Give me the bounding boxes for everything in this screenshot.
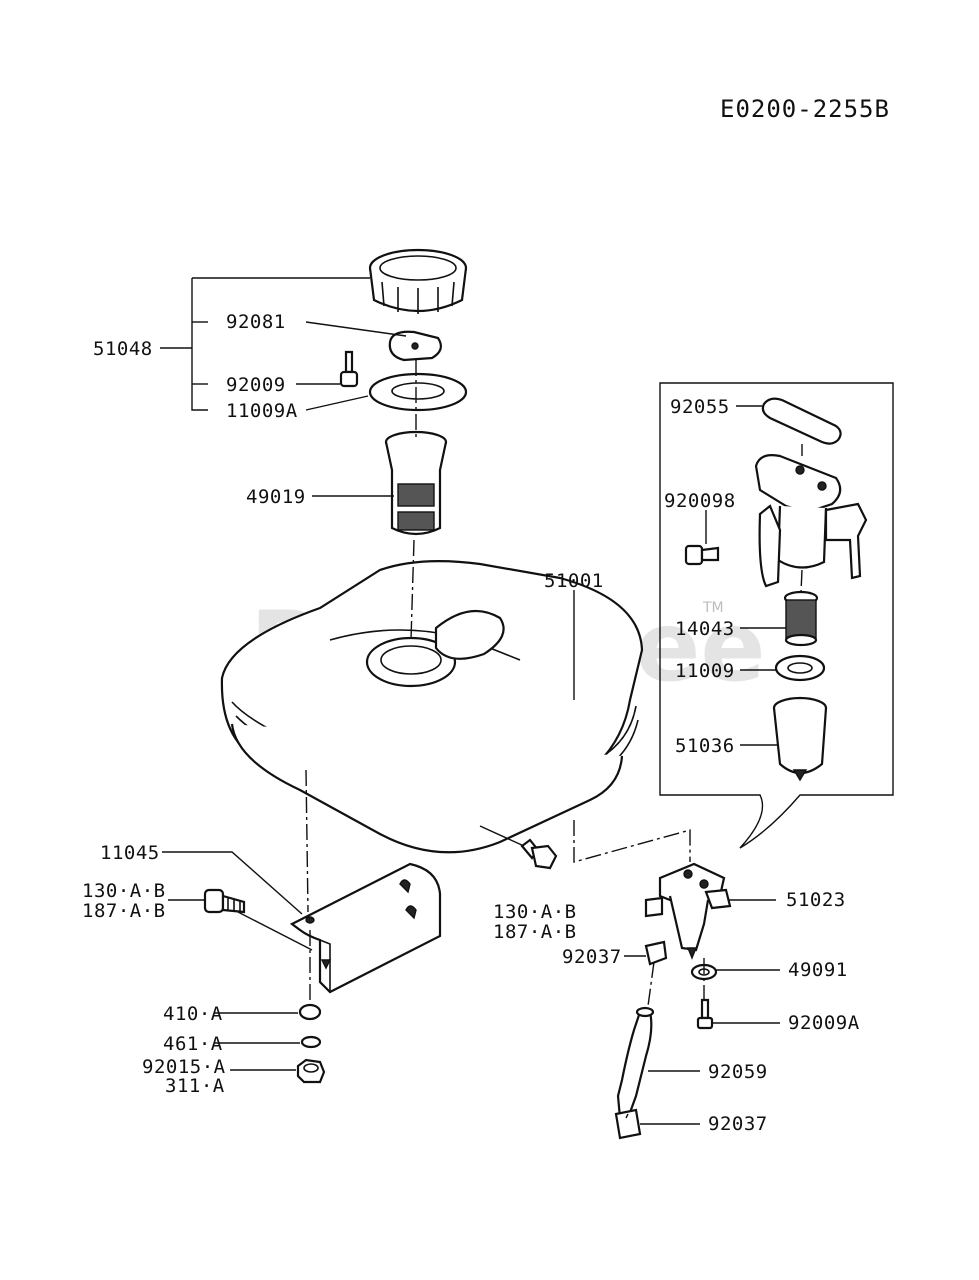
bolt-130AB-left[interactable] [203,888,246,914]
label-92037-bottom[interactable]: 92037 [708,1113,768,1135]
label-51023[interactable]: 51023 [786,889,846,911]
label-49019[interactable]: 49019 [246,486,306,508]
diagram-code: E0200-2255B [720,95,890,123]
label-11009[interactable]: 11009 [675,660,735,682]
label-51001[interactable]: 51001 [544,570,604,592]
label-92009[interactable]: 92009 [226,374,286,396]
label-92055[interactable]: 92055 [670,396,730,418]
label-92009a[interactable]: 92009A [788,1012,860,1034]
screw-92009A[interactable] [696,998,714,1030]
assembly-axes [305,360,803,1119]
bracket-11045[interactable] [289,862,442,994]
label-311a[interactable]: 311·A [165,1075,225,1097]
label-11045[interactable]: 11045 [100,842,160,864]
label-130ab-left[interactable]: 130·A·B [82,880,166,902]
cap-plate-92081[interactable] [388,330,443,362]
clip-92037-bottom[interactable] [614,1108,642,1140]
washer-410A[interactable] [298,1003,322,1021]
gasket-11009A[interactable] [368,372,468,412]
label-51036[interactable]: 51036 [675,735,735,757]
label-14043[interactable]: 14043 [675,618,735,640]
fuel-cap-51048[interactable] [368,248,468,314]
screw-920098[interactable] [684,544,720,566]
label-92015a[interactable]: 92015·A [142,1056,226,1078]
screw-92009[interactable] [339,350,359,388]
oring-92055[interactable] [761,397,842,445]
gasket-11009[interactable] [774,654,826,682]
lock-washer-461A[interactable] [300,1035,322,1049]
nut-92015A[interactable] [296,1058,326,1084]
label-187ab-left[interactable]: 187·A·B [82,900,166,922]
part-labels: 51048 92081 92009 11009A 49019 51001 920… [82,311,860,1135]
cup-51036[interactable] [772,696,828,782]
label-92059[interactable]: 92059 [708,1061,768,1083]
label-410a[interactable]: 410·A [163,1003,223,1025]
label-920098[interactable]: 920098 [664,490,736,512]
label-92037-top[interactable]: 92037 [562,946,622,968]
clip-92037-top[interactable] [644,940,668,966]
label-11009a[interactable]: 11009A [226,400,298,422]
label-92081[interactable]: 92081 [226,311,286,333]
fuel-hose-92059[interactable] [616,1006,655,1120]
bolt-130AB-mid[interactable] [520,838,558,870]
label-51048[interactable]: 51048 [93,338,153,360]
label-187ab-mid[interactable]: 187·A·B [493,921,577,943]
detail-callout-box [659,382,894,849]
fuel-cock-51023[interactable] [644,862,732,960]
strainer-14043[interactable] [783,590,819,647]
strainer-49019[interactable] [384,430,448,536]
label-49091[interactable]: 49091 [788,959,848,981]
fuel-tank-51001[interactable] [220,559,644,854]
label-130ab-mid[interactable]: 130·A·B [493,901,577,923]
valve-body[interactable] [754,454,868,588]
watermark-tm: TM [702,600,724,616]
label-461a[interactable]: 461·A [163,1033,223,1055]
leader-lines [160,277,786,1125]
